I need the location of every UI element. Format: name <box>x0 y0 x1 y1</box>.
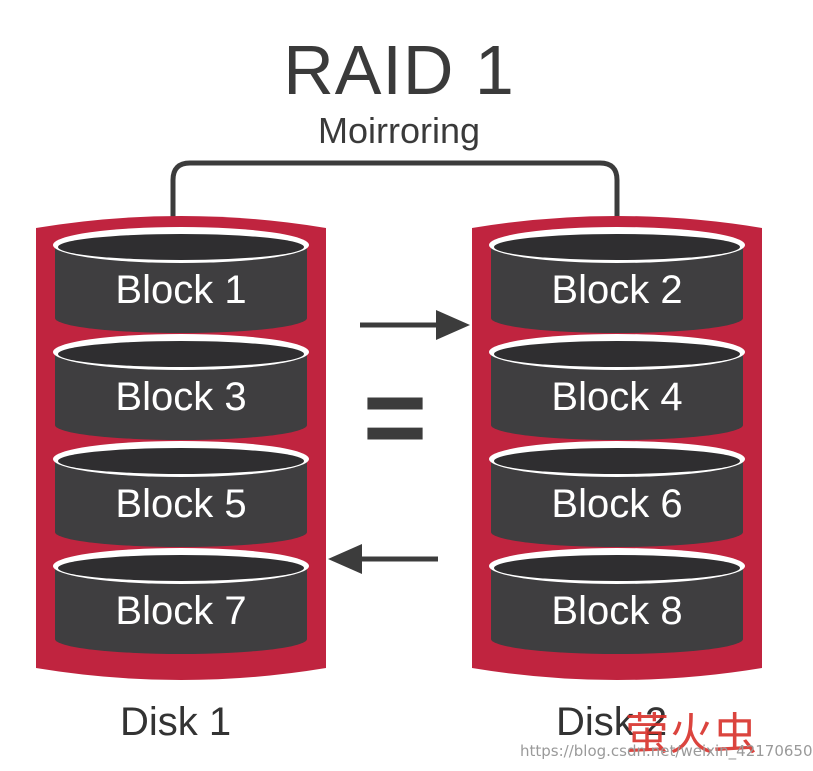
platter-1: Block 2 <box>489 227 745 333</box>
platter-side <box>491 566 743 654</box>
platter-top <box>494 234 740 260</box>
platter-3: Block 5 <box>53 441 309 547</box>
platter-top <box>58 234 304 260</box>
disk-1: Block 1 Block 3 Block 5 Block 7 <box>36 216 326 680</box>
platter-top <box>494 555 740 581</box>
platter-top <box>58 448 304 474</box>
platter-4: Block 7 <box>53 548 309 654</box>
block-label: Block 8 <box>551 589 682 633</box>
disk-2-label: Disk 2 <box>556 700 668 744</box>
platter-top <box>494 448 740 474</box>
platter-top <box>58 341 304 367</box>
mirror-connector-line <box>170 160 620 242</box>
platter-side <box>55 245 307 333</box>
disk-1-label: Disk 1 <box>120 700 232 744</box>
platter-side <box>491 245 743 333</box>
platter-side <box>491 352 743 440</box>
disk-2: Block 2 Block 4 Block 6 Block 8 <box>472 216 762 680</box>
arrow-left-head <box>328 544 362 574</box>
connector-path <box>170 160 620 242</box>
watermark-url: https://blog.csdn.net/weixin_42170650 <box>520 742 813 760</box>
platter-2: Block 3 <box>53 334 309 440</box>
block-label: Block 5 <box>115 482 246 526</box>
platter-side <box>55 459 307 547</box>
platter-3: Block 6 <box>489 441 745 547</box>
block-label: Block 4 <box>551 375 682 419</box>
block-label: Block 6 <box>551 482 682 526</box>
platter-side <box>491 459 743 547</box>
block-label: Block 1 <box>115 268 246 312</box>
platter-top <box>494 341 740 367</box>
block-label: Block 7 <box>115 589 246 633</box>
platter-side <box>55 566 307 654</box>
platter-4: Block 8 <box>489 548 745 654</box>
block-label: Block 3 <box>115 375 246 419</box>
diagram-subtitle: Moirroring <box>317 110 481 151</box>
diagram-title: RAID 1 <box>283 31 515 109</box>
equals-sign: = <box>363 356 427 479</box>
platter-1: Block 1 <box>53 227 309 333</box>
platter-side <box>55 352 307 440</box>
platter-top <box>58 555 304 581</box>
platter-2: Block 4 <box>489 334 745 440</box>
watermark-logo: 萤火虫 <box>625 709 757 760</box>
mirror-arrows <box>328 310 470 574</box>
arrow-right-head <box>436 310 470 340</box>
block-label: Block 2 <box>551 268 682 312</box>
